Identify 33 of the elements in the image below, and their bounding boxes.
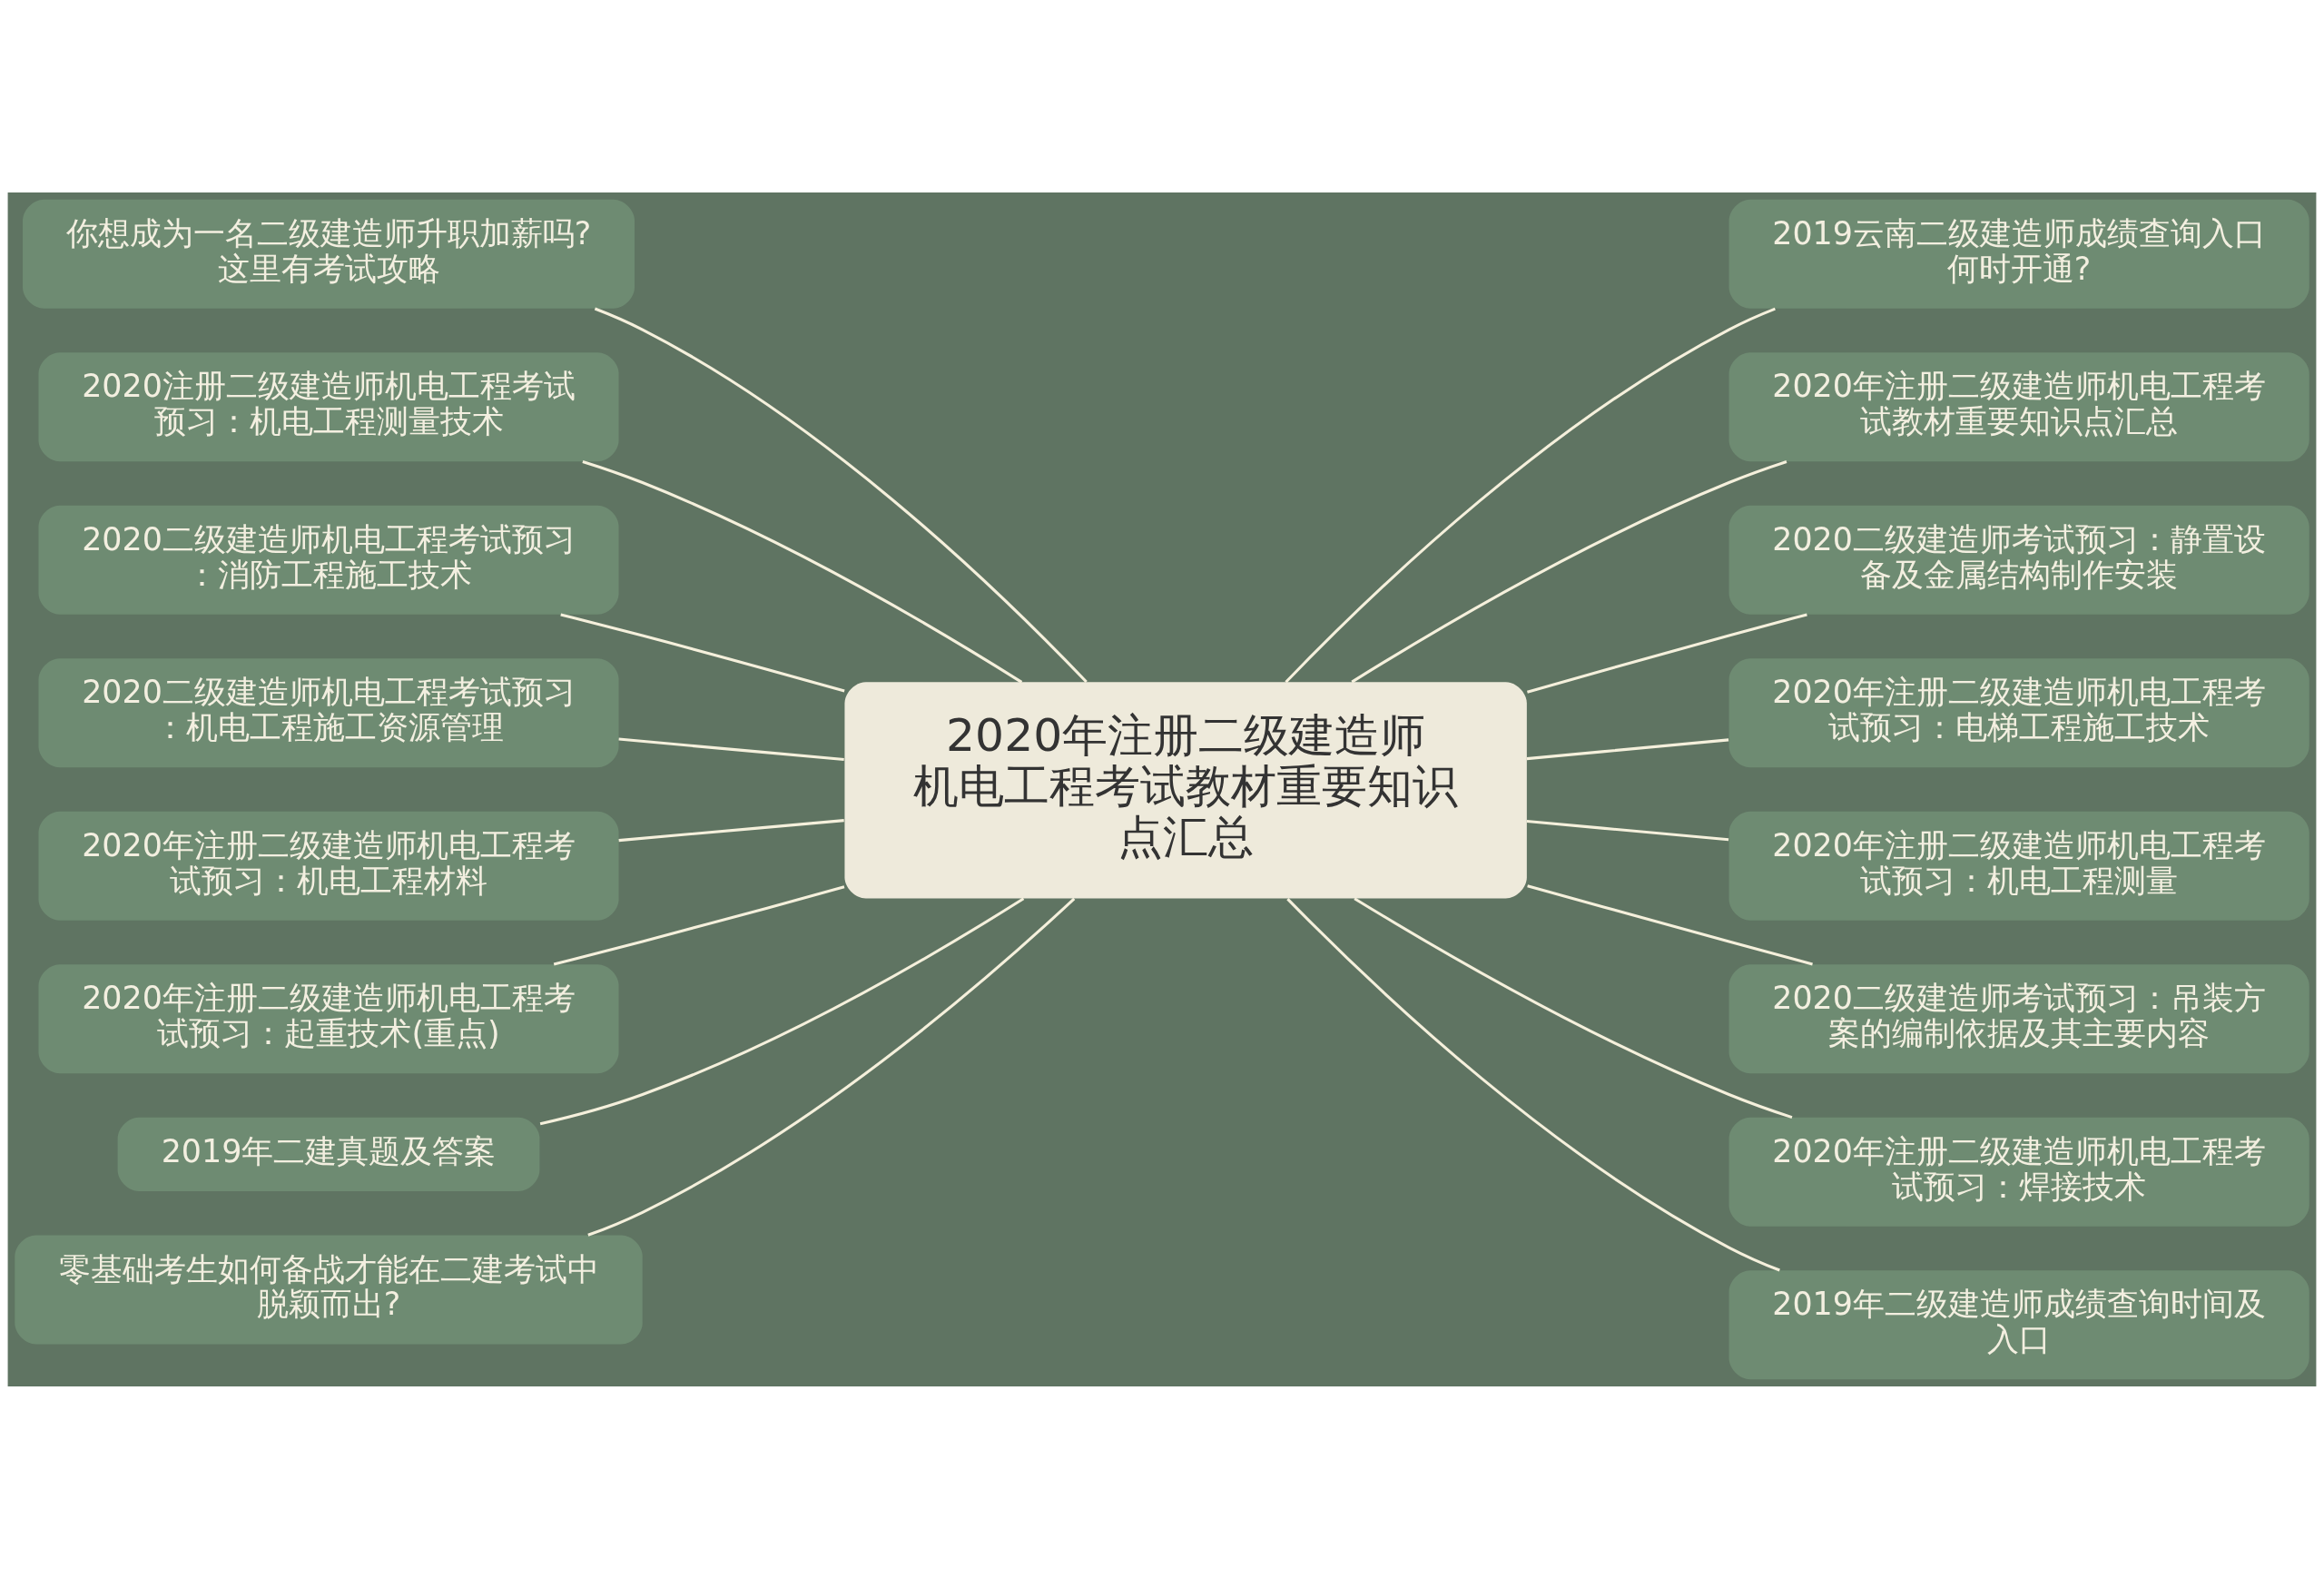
node-box: 零基础考生如何备战才能在二建考试中脱颖而出? <box>15 1234 643 1344</box>
connector <box>1354 896 1793 1119</box>
node-box: 2020二级建造师考试预习：静置设备及金属结构制作安装 <box>1728 505 2309 615</box>
connector <box>1285 307 1776 683</box>
node-box: 2019云南二级建造师成绩查询入口何时开通? <box>1728 199 2309 309</box>
node-box: 2020年注册二级建造师机电工程考试预习：电梯工程施工技术 <box>1728 657 2309 767</box>
node-box: 2020年注册二级建造师机电工程考试教材重要知识点汇总 <box>844 681 1527 899</box>
node-box: 2020年注册二级建造师机电工程考试预习：起重技术(重点) <box>38 963 619 1073</box>
node-box: 2020二级建造师考试预习：吊装方案的编制依据及其主要内容 <box>1728 963 2309 1073</box>
connector <box>1286 897 1780 1271</box>
node-box: 你想成为一名二级建造师升职加薪吗?这里有考试攻略 <box>23 199 635 309</box>
connector <box>553 884 845 966</box>
connector <box>1526 612 1807 694</box>
connector <box>560 613 845 693</box>
node-box: 2019年二建真题及答案 <box>117 1117 540 1191</box>
node-box: 2019年二级建造师成绩查询时间及入口 <box>1728 1269 2309 1379</box>
connector <box>1526 819 1729 841</box>
node-box: 2020年注册二级建造师机电工程考试教材重要知识点汇总 <box>1728 351 2309 461</box>
connector <box>587 897 1076 1237</box>
connector <box>618 818 844 842</box>
node-box: 2020年注册二级建造师机电工程考试预习：机电工程材料 <box>38 811 619 921</box>
connector <box>618 737 844 761</box>
node-box: 2020年注册二级建造师机电工程考试预习：焊接技术 <box>1728 1117 2309 1227</box>
node-box: 2020注册二级建造师机电工程考试预习：机电工程测量技术 <box>38 351 619 461</box>
node-box: 2020二级建造师机电工程考试预习：消防工程施工技术 <box>38 505 619 615</box>
node-box: 2020年注册二级建造师机电工程考试预习：机电工程测量 <box>1728 811 2309 921</box>
node-box: 2020二级建造师机电工程考试预习：机电工程施工资源管理 <box>38 657 619 767</box>
connector <box>1526 737 1729 760</box>
connector <box>1351 459 1787 683</box>
connector <box>1527 883 1813 965</box>
connector <box>594 307 1088 683</box>
connector <box>539 897 1025 1125</box>
connector <box>582 459 1023 684</box>
